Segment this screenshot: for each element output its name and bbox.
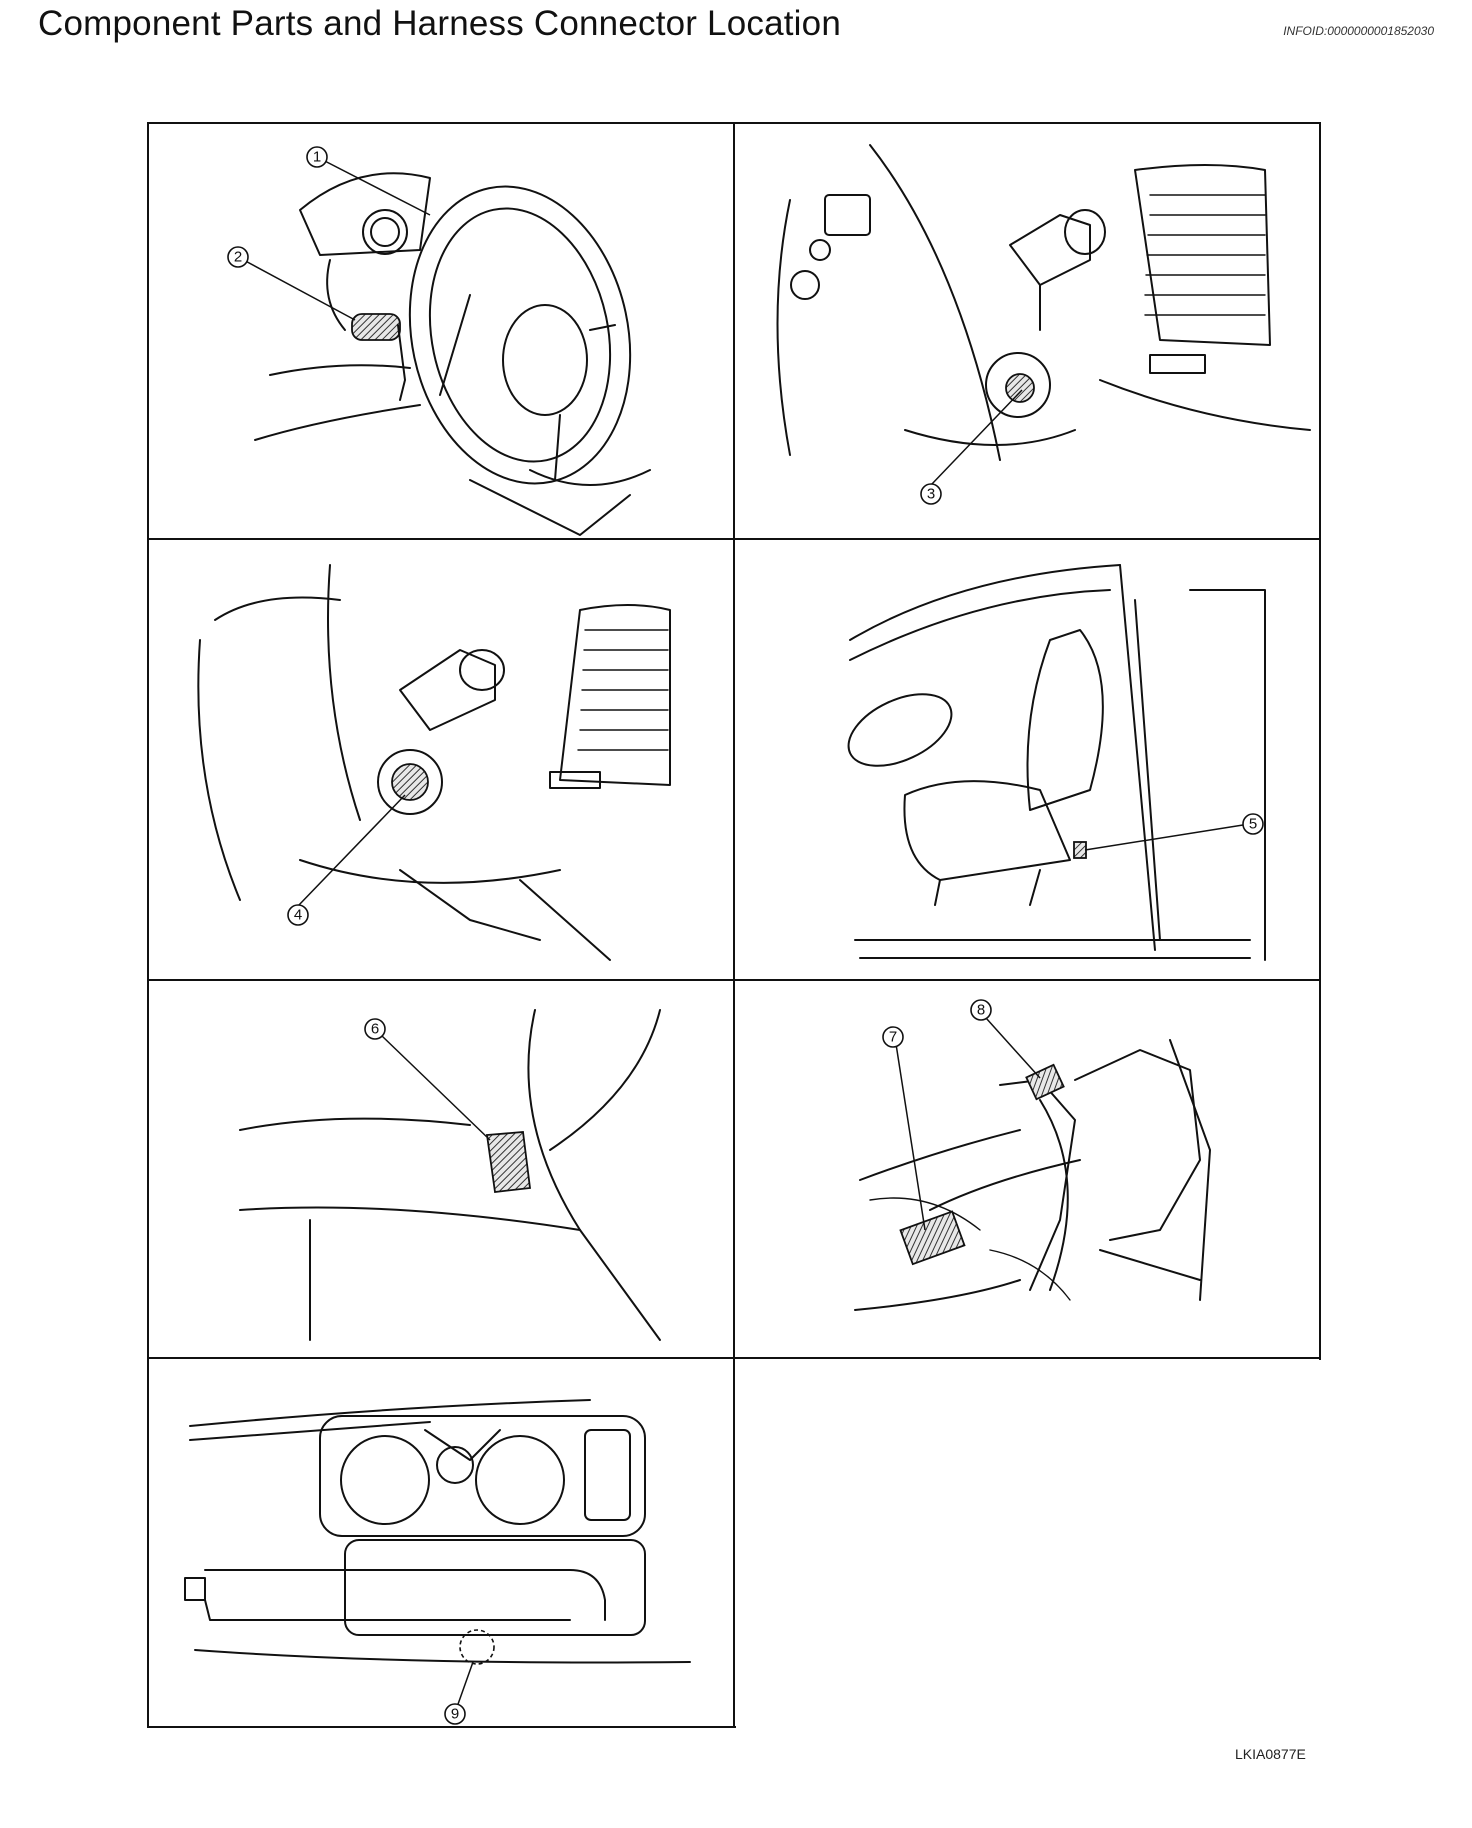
panel-front-door — [847, 564, 1266, 961]
callout-1-label: 1 — [313, 149, 321, 166]
callout-4-label: 4 — [294, 907, 302, 924]
callout-3: 3 — [920, 483, 942, 505]
info-id: INFOID:0000000001852030 — [1283, 24, 1434, 38]
panel-pillar-area — [239, 1009, 661, 1341]
callout-6: 6 — [364, 1018, 386, 1040]
panel-steering-column — [854, 1039, 1211, 1311]
callout-3-label: 3 — [927, 486, 935, 503]
callout-8-label: 8 — [977, 1002, 985, 1019]
figure-code: LKIA0877E — [1235, 1746, 1306, 1762]
panel-grid — [147, 122, 1322, 1730]
callout-4: 4 — [287, 904, 309, 926]
page-title: Component Parts and Harness Connector Lo… — [38, 4, 841, 43]
panel-center-console — [184, 1399, 691, 1665]
callout-5-label: 5 — [1249, 816, 1257, 833]
callout-2: 2 — [227, 246, 249, 268]
panel-steering-wheel — [254, 172, 651, 536]
callout-5: 5 — [1242, 813, 1264, 835]
panel-key-switch — [197, 564, 671, 961]
callout-1: 1 — [306, 146, 328, 168]
callout-2-label: 2 — [234, 249, 242, 266]
callout-7: 7 — [882, 1026, 904, 1048]
callout-8: 8 — [970, 999, 992, 1021]
callout-6-label: 6 — [371, 1021, 379, 1038]
panel-ignition-knob — [776, 144, 1311, 461]
callout-9-label: 9 — [451, 1706, 459, 1723]
callout-9: 9 — [444, 1703, 466, 1725]
callout-7-label: 7 — [889, 1029, 897, 1046]
callout-leaders — [237, 156, 1244, 1708]
